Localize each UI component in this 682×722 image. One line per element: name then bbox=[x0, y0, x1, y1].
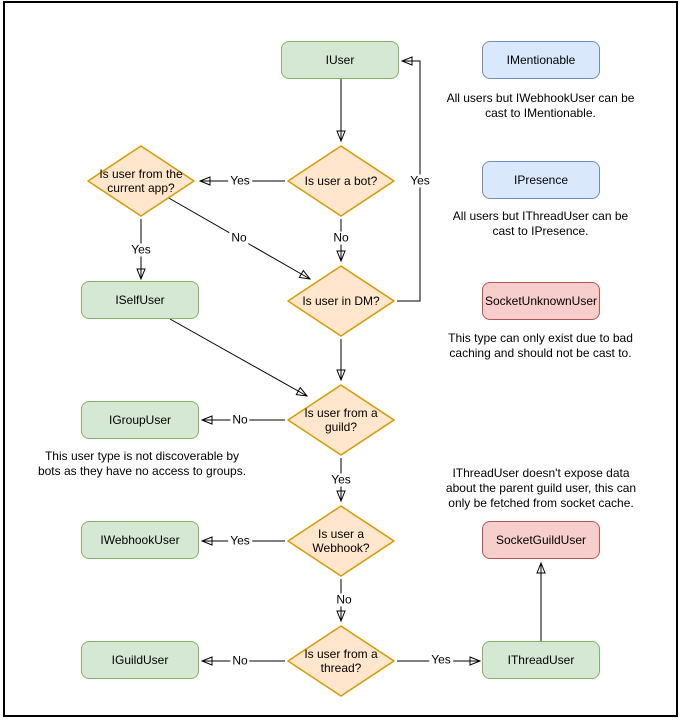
diamond-shape bbox=[87, 145, 195, 217]
diamond-shape bbox=[287, 384, 395, 456]
node-iuser-label: IUser bbox=[325, 53, 355, 67]
node-ithreaduser-label: IThreadUser bbox=[507, 653, 575, 667]
edge-label-currentapp-yes: Yes bbox=[129, 242, 153, 257]
node-iwebhookuser-label: IWebhookUser bbox=[100, 533, 180, 547]
decision-dm-label: Is user in DM? bbox=[302, 294, 380, 308]
note-socketunknownuser: This type can only exist due to bad cach… bbox=[448, 331, 633, 360]
decision-bot: Is user a bot? bbox=[285, 143, 397, 219]
edge-label-thread-yes: Yes bbox=[429, 652, 453, 667]
note-ipresence: All users but IThreadUser can be cast to… bbox=[452, 209, 629, 238]
node-socketguilduser: SocketGuildUser bbox=[482, 521, 600, 559]
diamond-shape bbox=[287, 145, 395, 217]
node-iguilduser: IGuildUser bbox=[81, 641, 199, 679]
node-ipresence: IPresence bbox=[482, 161, 600, 199]
node-socketunknownuser-label: SocketUnknownUser bbox=[484, 294, 598, 308]
decision-current-app: Is user from the current app? bbox=[85, 143, 197, 219]
diamond-shape bbox=[287, 625, 395, 697]
node-iwebhookuser: IWebhookUser bbox=[81, 521, 199, 559]
decision-webhook-label: Is user a Webhook? bbox=[312, 527, 370, 555]
edge-label-webhook-no: No bbox=[334, 592, 354, 607]
decision-current-app-label: Is user from the current app? bbox=[99, 167, 183, 195]
node-imentionable-label: IMentionable bbox=[506, 53, 576, 67]
edge-iselfuser-to-guild bbox=[169, 318, 307, 396]
node-socketunknownuser: SocketUnknownUser bbox=[482, 282, 600, 320]
node-iselfuser: ISelfUser bbox=[81, 281, 199, 319]
node-imentionable: IMentionable bbox=[482, 41, 600, 79]
node-socketguilduser-label: SocketGuildUser bbox=[495, 533, 587, 547]
diamond-shape bbox=[287, 505, 395, 577]
decision-guild-label: Is user from a guild? bbox=[304, 406, 378, 434]
node-ithreaduser: IThreadUser bbox=[482, 641, 600, 679]
node-iuser: IUser bbox=[281, 41, 399, 79]
edge-label-guild-yes: Yes bbox=[329, 472, 353, 487]
note-igroupuser: This user type is not discoverable by bo… bbox=[37, 449, 247, 478]
edge-label-thread-no: No bbox=[230, 653, 250, 668]
note-ithreaduser: IThreadUser doesn't expose data about th… bbox=[445, 466, 637, 510]
node-iguilduser-label: IGuildUser bbox=[111, 653, 169, 667]
edge-label-webhook-yes: Yes bbox=[228, 533, 252, 548]
edge-label-currentapp-no: No bbox=[229, 230, 249, 245]
decision-bot-label: Is user a bot? bbox=[304, 174, 378, 188]
decision-guild: Is user from a guild? bbox=[285, 382, 397, 458]
node-ipresence-label: IPresence bbox=[513, 173, 569, 187]
decision-dm: Is user in DM? bbox=[285, 263, 397, 339]
edge-label-dm-yes: Yes bbox=[408, 173, 432, 188]
diamond-shape bbox=[287, 265, 395, 337]
edge-label-bot-yes: Yes bbox=[228, 173, 252, 188]
decision-webhook: Is user a Webhook? bbox=[285, 503, 397, 579]
node-iselfuser-label: ISelfUser bbox=[115, 293, 165, 307]
node-igroupuser: IGroupUser bbox=[81, 401, 199, 439]
node-igroupuser-label: IGroupUser bbox=[108, 413, 172, 427]
edge-label-guild-no: No bbox=[230, 412, 250, 427]
decision-thread: Is user from a thread? bbox=[285, 623, 397, 699]
edge-label-bot-no: No bbox=[331, 230, 351, 245]
note-imentionable: All users but IWebhookUser can be cast t… bbox=[446, 91, 635, 120]
decision-thread-label: Is user from a thread? bbox=[304, 647, 378, 675]
